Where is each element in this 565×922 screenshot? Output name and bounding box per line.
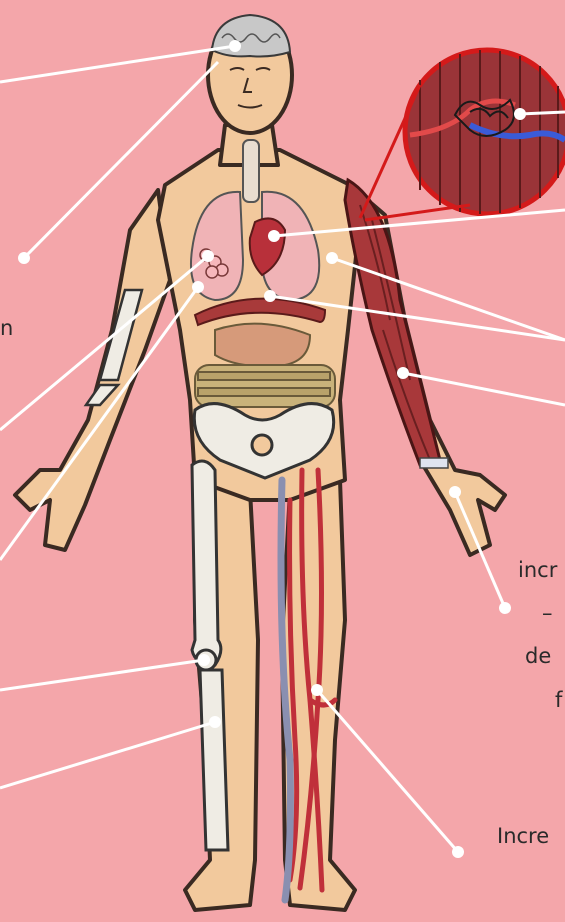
left-label-fragment: n	[0, 318, 13, 339]
bottom-right-label: Incre	[497, 826, 549, 847]
trachea	[243, 140, 259, 202]
right-label-line-1: incr	[518, 560, 557, 581]
brain	[212, 15, 290, 57]
right-label-line-2: –	[542, 603, 553, 624]
muscle-inset	[405, 50, 565, 214]
right-label-line-4: f	[555, 690, 562, 711]
right-label-line-3: de	[525, 646, 551, 667]
